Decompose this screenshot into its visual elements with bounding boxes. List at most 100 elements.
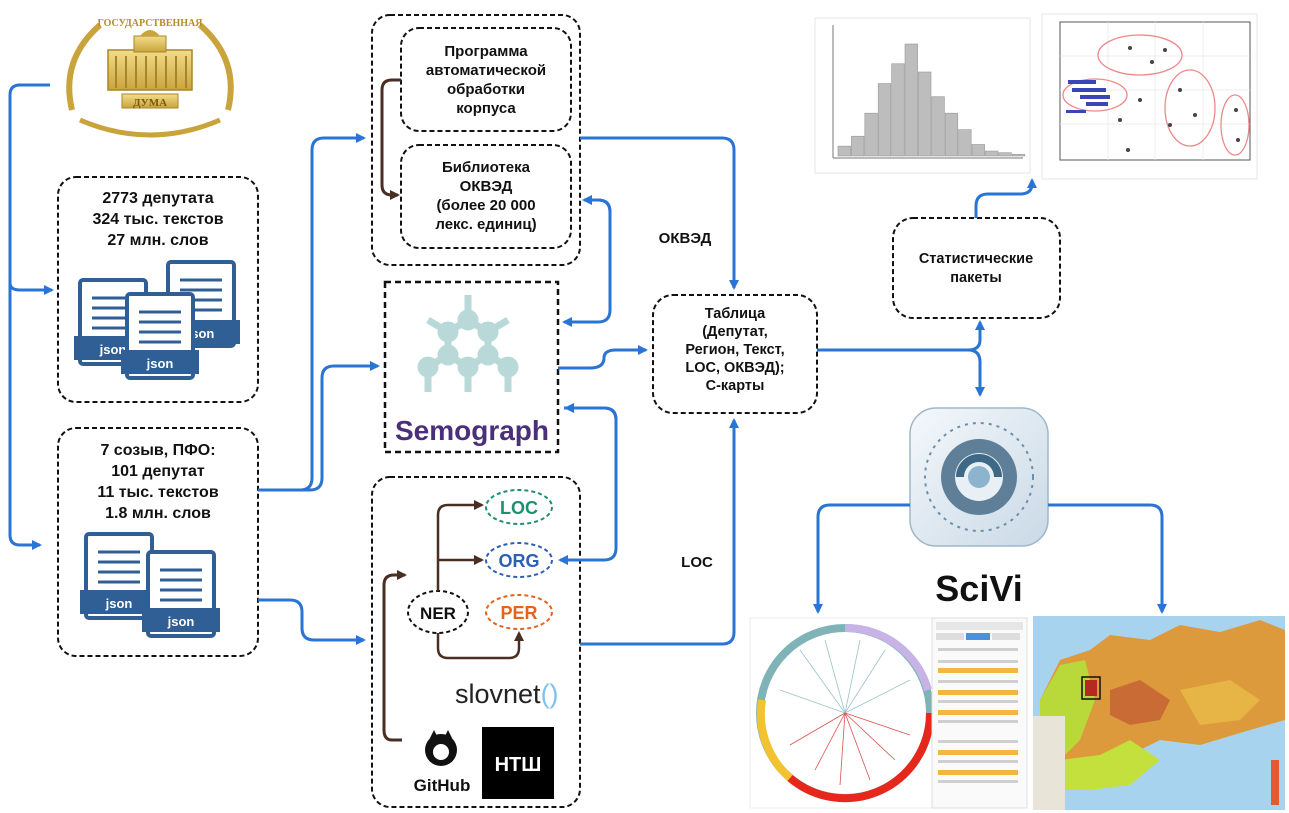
histogram-bar: [837, 145, 851, 157]
library-box-text: Библиотека ОКВЭД (более 20 000 лекс. еди…: [435, 159, 536, 233]
scivi-to-map-arrow: [1048, 503, 1167, 614]
duma-to-corpus-full-arrow: [8, 282, 54, 295]
corpus-pfo-box: [57, 427, 259, 657]
slovnet-parens: (): [541, 679, 559, 709]
corpus-pfo-line-2: 101 депутат: [111, 463, 205, 480]
duma-bottom-text: ДУМА: [133, 97, 167, 109]
loc-tag-label: LOC: [500, 498, 538, 518]
json-file-icon: json: [121, 292, 199, 380]
table-box-text: Таблица (Депутат, Регион, Текст, LOC, ОК…: [685, 306, 784, 394]
corpus-full-box: [57, 176, 259, 403]
scivi-logo: [909, 407, 1049, 547]
library-line-3: (более 20 000: [436, 197, 535, 214]
histogram-thumbnail: [814, 17, 1031, 174]
table-line-4: LOC, ОКВЭД);: [685, 360, 784, 376]
duma-to-corpora-line: [8, 83, 50, 550]
settings-panel-thumbnail: [931, 617, 1028, 809]
table-line-3: Регион, Текст,: [685, 342, 784, 358]
histogram-bar: [851, 135, 865, 157]
stats-line-2: пакеты: [950, 270, 1001, 286]
corpus-pfo-json-icons: json json: [80, 532, 220, 638]
table-line-5: С-карты: [706, 378, 765, 394]
histogram-bar: [918, 71, 932, 157]
json-label: json: [105, 596, 133, 611]
histogram-bar: [971, 144, 985, 157]
corpus-full-line-3: 27 млн. слов: [107, 232, 208, 249]
table-to-split-line: [817, 320, 985, 352]
russia-map-thumbnail: [1033, 616, 1285, 810]
json-file-icon: json: [142, 550, 220, 638]
program-line-1: Программа: [444, 43, 528, 60]
table-to-scivi-arrow: [967, 348, 985, 397]
histogram-bar: [998, 152, 1012, 157]
duma-ring-text: ГОСУДАРСТВЕННАЯ: [98, 18, 204, 29]
histogram-bar: [985, 150, 999, 157]
flow-connectors: [8, 83, 1167, 646]
org-tag-label: ORG: [498, 551, 539, 571]
library-up-arrowhead: [582, 195, 612, 213]
histogram-bar: [891, 63, 905, 157]
corpus-pfo-text: 7 созыв, ПФО: 101 депутат 11 тыс. тексто…: [97, 442, 218, 522]
semograph-to-table-arrow: [558, 345, 648, 370]
json-label: json: [146, 356, 174, 371]
histogram-bar: [944, 112, 959, 157]
github-label: GitHub: [414, 776, 471, 795]
github-to-ner-arrow: [382, 570, 407, 742]
semograph-label: Semograph: [395, 415, 549, 446]
ner-to-per-arrow: [436, 631, 524, 660]
corpus-pfo-line-3: 11 тыс. текстов: [97, 484, 218, 501]
ner-to-table-arrow: [580, 418, 739, 646]
library-line-4: лекс. единиц): [435, 216, 536, 233]
pfo-to-program-arrow: [258, 133, 366, 492]
program-group-box: [371, 14, 581, 266]
slovnet-label: slovnet(): [455, 679, 559, 709]
duma-logo: ГОСУДАРСТВЕННАЯ ДУМА: [66, 18, 234, 138]
table-line-2: (Депутат,: [702, 324, 768, 340]
corpus-full-json-icons: json json json: [74, 260, 240, 380]
stats-line-1: Статистические: [919, 251, 1033, 267]
ntsh-logo: [482, 727, 554, 799]
scivi-label: SciVi: [935, 568, 1022, 609]
table-line-1: Таблица: [705, 306, 766, 322]
ner-group-box: [371, 476, 581, 808]
scatter-thumbnail: [1041, 13, 1258, 180]
table-box: [652, 294, 818, 414]
corpus-full-line-2: 324 тыс. текстов: [92, 211, 223, 228]
json-label: json: [167, 614, 195, 629]
semograph-box: [383, 280, 560, 454]
scivi-to-tree-arrow: [813, 503, 910, 614]
histogram-bar: [1011, 154, 1026, 157]
loc-tag: [485, 489, 553, 525]
program-line-4: корпуса: [456, 100, 516, 117]
slovnet-word: slovnet: [455, 679, 541, 709]
per-tag: [485, 594, 553, 630]
corpus-full-line-1: 2773 депутата: [102, 190, 213, 207]
ner-label: NER: [420, 604, 456, 623]
histogram-bars: [837, 43, 1026, 157]
per-tag-label: PER: [500, 603, 537, 623]
semograph-logo-graph: [417, 295, 519, 392]
circular-dendrogram-thumbnail: [749, 617, 939, 809]
stats-to-charts-arrow: [974, 178, 1037, 218]
program-to-table-arrow: [580, 136, 739, 290]
semograph-up-arrowhead: [564, 403, 618, 421]
program-to-library-arrow: [380, 78, 401, 200]
program-line-3: обработки: [447, 81, 525, 98]
histogram-bar: [958, 129, 972, 157]
library-line-1: Библиотека: [442, 159, 531, 176]
stats-box: [892, 217, 1061, 319]
corpus-full-text: 2773 депутата 324 тыс. текстов 27 млн. с…: [92, 190, 223, 249]
okved-edge-label: ОКВЭД: [659, 230, 712, 247]
ner-to-loc-arrow: [436, 500, 484, 591]
program-box-text: Программа автоматической обработки корпу…: [426, 43, 546, 117]
library-line-2: ОКВЭД: [460, 178, 513, 195]
corpus-pfo-line-4: 1.8 млн. слов: [105, 505, 211, 522]
corpus-pfo-line-1: 7 созыв, ПФО:: [100, 442, 215, 459]
semograph-ner-link: [558, 406, 618, 565]
library-box: [400, 144, 572, 249]
histogram-bar: [904, 43, 918, 157]
histogram-bar: [877, 83, 892, 157]
histogram-bar: [864, 112, 878, 157]
pfo-to-semograph-arrow: [258, 361, 380, 492]
